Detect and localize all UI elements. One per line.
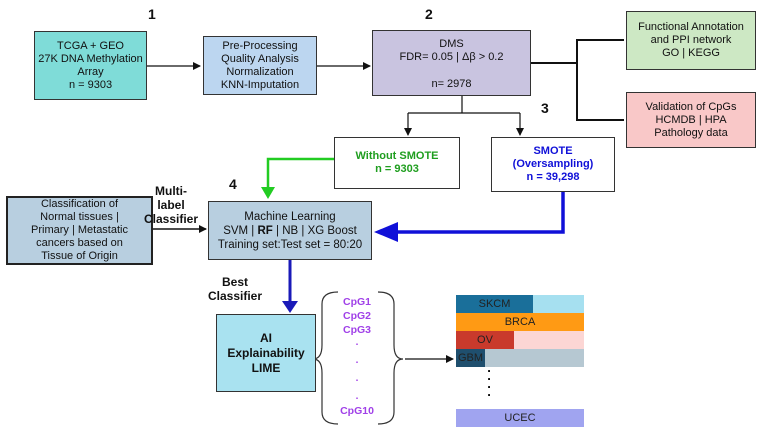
brace-left	[312, 291, 339, 425]
cancer-bar-ov: OV	[456, 331, 514, 349]
bar-dot-1: .	[487, 360, 491, 375]
preprocessing-line-4: KNN-Imputation	[220, 78, 300, 91]
cancer-bar-skcm-rest	[533, 295, 584, 313]
cancer-bar-ucec-label: UCEC	[504, 412, 536, 424]
cancer-bar-ov-label: OV	[477, 334, 493, 346]
classification-line-1: Classification of	[40, 198, 119, 210]
bar-dot-3: .	[487, 376, 491, 391]
validation-box: Validation of CpGs HCMDB | HPA Pathology…	[626, 92, 756, 148]
arrow-without-smote-to-ml	[266, 157, 334, 190]
best-classifier-label: Best Classifier	[198, 275, 272, 303]
tcga-geo-box: TCGA + GEO 27K DNA Methylation Array n =…	[34, 31, 147, 100]
preprocessing-line-3: Normalization	[226, 65, 294, 78]
smote-box: SMOTE (Oversampling) n = 39,298	[491, 137, 615, 192]
cpg-item-1: CpG1	[342, 296, 371, 308]
cancer-bar-brca-label: BRCA	[504, 316, 536, 328]
classification-box: Classification of Normal tissues | Prima…	[6, 196, 153, 265]
tcga-line-2: 27K DNA Methylation	[38, 52, 143, 65]
functional-annotation-box: Functional Annotation and PPI network GO…	[626, 11, 756, 70]
ai-explainability-box: AI Explainability LIME	[216, 314, 316, 392]
arrow-head-ml-ai	[282, 301, 298, 313]
classification-line-4: cancers based on	[36, 237, 123, 249]
machine-learning-box: Machine Learning SVM | RF | NB | XG Boos…	[208, 201, 372, 260]
ml-split: Training set:Test set = 80:20	[217, 238, 363, 251]
classification-line-3: Primary | Metastatic	[31, 224, 128, 236]
ml-models-post: | NB | XG Boost	[272, 224, 357, 237]
ai-line-2: Explainability	[227, 345, 305, 360]
dms-count: n= 2978	[431, 78, 472, 90]
dms-box: DMS FDR= 0.05 | Δβ > 0.2 n= 2978	[372, 30, 531, 96]
multilabel-line-1: Multi-	[155, 184, 187, 198]
cpg-item-3: CpG3	[342, 324, 371, 336]
cancer-bar-ucec: UCEC	[456, 409, 584, 427]
step-number-4: 4	[229, 176, 237, 192]
without-smote-title: Without SMOTE	[355, 150, 439, 162]
tcga-line-4: n = 9303	[68, 78, 113, 91]
arrow-head-blue	[374, 222, 398, 242]
validation-line-1: Validation of CpGs	[645, 100, 737, 113]
cancer-bar-skcm: SKCM	[456, 295, 533, 313]
preprocessing-line-1: Pre-Processing	[222, 39, 298, 52]
cpg-item-2: CpG2	[342, 310, 371, 322]
functional-line-2: and PPI network	[650, 34, 732, 46]
functional-line-3: GO | KEGG	[662, 47, 720, 59]
cancer-bar-ov-rest	[514, 331, 584, 349]
ml-title: Machine Learning	[244, 210, 336, 223]
step-number-2: 2	[425, 6, 433, 22]
multilabel-classifier-label: Multi- label Classifier	[139, 184, 203, 226]
cancer-bar-gbm-label: GBM	[457, 352, 484, 364]
ml-models-pre: SVM |	[223, 224, 258, 237]
preprocessing-line-2: Quality Analysis	[221, 52, 299, 65]
brace-right	[377, 291, 404, 425]
cpg-item-10: CpG10	[340, 405, 374, 417]
dms-criteria: FDR= 0.05 | Δβ > 0.2	[399, 51, 504, 63]
ai-line-3: LIME	[251, 360, 281, 375]
arrow-smote-to-ml	[392, 192, 565, 234]
dms-title: DMS	[439, 38, 464, 50]
cpg-dot-4: .	[355, 391, 359, 402]
preprocessing-box: Pre-Processing Quality Analysis Normaliz…	[203, 36, 317, 95]
cancer-bar-gbm-rest	[485, 349, 584, 367]
cpg-dot-1: .	[355, 337, 359, 348]
multilabel-line-3: Classifier	[143, 212, 199, 226]
smote-subtitle: (Oversampling)	[512, 158, 594, 170]
cancer-bar-gbm: GBM	[456, 349, 485, 367]
bar-dot-4: .	[487, 384, 491, 399]
ml-models-rf: RF	[257, 224, 273, 237]
classification-line-5: Tissue of Origin	[41, 250, 118, 262]
best-line-2: Classifier	[207, 289, 263, 303]
bar-dot-2: .	[487, 368, 491, 383]
cancer-bar-brca: BRCA	[456, 313, 584, 331]
classification-line-2: Normal tissues |	[40, 211, 119, 223]
step-number-3: 3	[541, 100, 549, 116]
tcga-line-1: TCGA + GEO	[57, 39, 124, 52]
cancer-bar-skcm-label: SKCM	[478, 298, 511, 310]
functional-line-1: Functional Annotation	[638, 21, 744, 33]
without-smote-count: n = 9303	[375, 163, 419, 175]
tcga-line-3: Array	[77, 65, 104, 78]
cpg-dot-3: .	[355, 373, 359, 384]
validation-line-2: HCMDB | HPA	[655, 113, 727, 126]
ml-models: SVM | RF | NB | XG Boost	[223, 224, 357, 238]
multilabel-line-2: label	[157, 198, 185, 212]
cpg-dot-2: .	[355, 355, 359, 366]
validation-line-3: Pathology data	[654, 126, 728, 139]
best-line-1: Best	[221, 275, 248, 289]
smote-count: n = 39,298	[526, 171, 580, 183]
ai-line-1: AI	[260, 330, 272, 345]
without-smote-box: Without SMOTE n = 9303	[334, 137, 460, 189]
step-number-1: 1	[148, 6, 156, 22]
arrow-head-green	[261, 187, 275, 199]
smote-title: SMOTE	[533, 145, 573, 157]
